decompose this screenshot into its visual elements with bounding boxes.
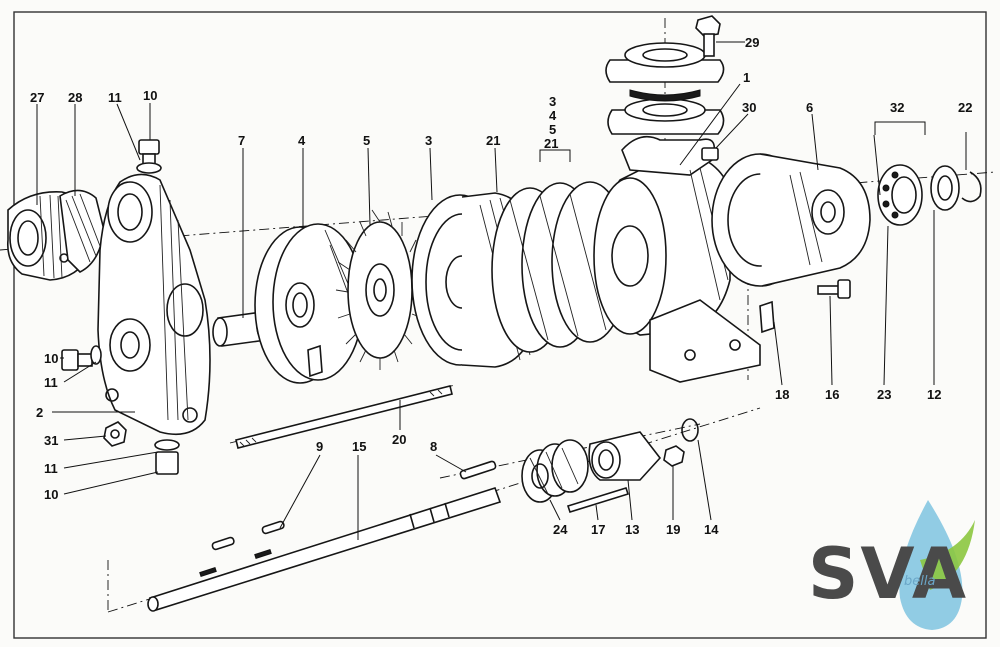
part-20-tie-rod: [235, 385, 453, 449]
label-9: 9: [316, 439, 323, 454]
part-10-bolt-bottom: [154, 439, 180, 475]
part-13-gland: [588, 431, 662, 481]
part-16-bolt: [817, 279, 851, 299]
label-22: 22: [958, 100, 972, 115]
part-12-ring: [930, 165, 960, 211]
part-4-disc: [254, 223, 364, 384]
logo-text: SVA: [808, 533, 968, 615]
label-13: 13: [625, 522, 639, 537]
label-24: 24: [553, 522, 568, 537]
leader-lines: [36, 41, 967, 540]
label-10-bottom: 10: [44, 487, 58, 502]
part-31-nut: [103, 421, 127, 447]
label-14: 14: [704, 522, 719, 537]
part-10-bolt-left: [61, 345, 102, 371]
label-31: 31: [44, 433, 58, 448]
label-4: 4: [298, 133, 306, 148]
frame: [13, 11, 987, 639]
label-30: 30: [742, 100, 756, 115]
label-21: 21: [486, 133, 500, 148]
label-10-top: 10: [143, 88, 157, 103]
label-12: 12: [927, 387, 941, 402]
part-6-bearing-bracket: [711, 153, 871, 287]
part-18-key: [759, 300, 775, 334]
label-11-top: 11: [108, 90, 122, 105]
label-28: 28: [68, 90, 82, 105]
label-3-group: 3: [549, 94, 556, 109]
part-8-key: [459, 460, 497, 480]
label-23: 23: [877, 387, 891, 402]
logo-subtext: bella: [904, 574, 935, 589]
label-2: 2: [36, 405, 43, 420]
label-11-bottom: 11: [44, 461, 58, 476]
part-10-bolt-top: [136, 139, 162, 174]
label-4-group: 4: [549, 108, 557, 123]
part-29-bolt: [695, 15, 721, 57]
label-8: 8: [430, 439, 437, 454]
label-27: 27: [30, 90, 44, 105]
label-17: 17: [591, 522, 605, 537]
label-5-group: 5: [549, 122, 556, 137]
part-22-circlip: [961, 171, 982, 203]
part-15-shaft: [147, 487, 502, 612]
label-16: 16: [825, 387, 839, 402]
part-1-pump-body: [593, 42, 761, 383]
part-24-packing: [521, 439, 589, 503]
part-17-stud: [566, 487, 630, 513]
label-19: 19: [666, 522, 680, 537]
part-23-bearing: [877, 164, 923, 226]
leaf-icon: [920, 520, 975, 590]
part-19-nut: [663, 445, 685, 467]
label-18: 18: [775, 387, 789, 402]
label-32: 32: [890, 100, 904, 115]
label-3: 3: [425, 133, 432, 148]
part-9-keys: [211, 520, 285, 551]
part-number-labels: 27 28 11 10 7 4 5 3 21 3 4 5 21 29 1 30 …: [30, 35, 972, 537]
label-7: 7: [238, 133, 245, 148]
sva-bella-logo: SVA bella: [808, 500, 975, 630]
part-5-impeller: [335, 209, 425, 370]
label-11-left: 11: [44, 375, 58, 390]
label-20: 20: [392, 432, 406, 447]
label-5: 5: [363, 133, 370, 148]
part-14-o-ring: [681, 418, 699, 442]
label-29: 29: [745, 35, 759, 50]
part-2-end-cover: [97, 173, 211, 436]
label-21-group: 21: [544, 136, 558, 151]
label-6: 6: [806, 100, 813, 115]
label-10-left: 10: [44, 351, 58, 366]
label-15: 15: [352, 439, 366, 454]
part-30-plug: [701, 147, 719, 161]
label-1: 1: [743, 70, 750, 85]
